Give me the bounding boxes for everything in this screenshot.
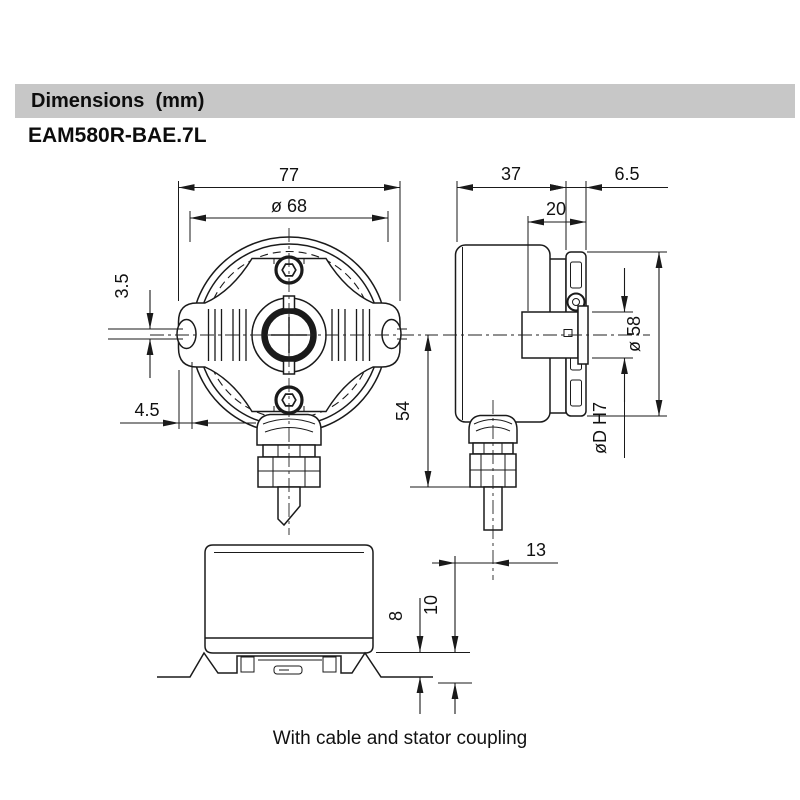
spring-clip-right (322, 656, 337, 673)
dim-axis-to-gland: 54 (393, 401, 413, 421)
spring-plate-profile (157, 651, 433, 678)
dim-flange-diameter: ø 68 (271, 196, 307, 216)
dim-front-overall-width: 77 (279, 165, 299, 185)
side-view (454, 244, 589, 531)
screw-seat-ticks (273, 258, 305, 412)
dim-coupling-thickness: 6.5 (614, 164, 639, 184)
front-view (176, 236, 407, 527)
dim-cable-offset: 13 (526, 540, 546, 560)
right-slot-opening (397, 328, 407, 340)
plate-slot-top (570, 261, 582, 289)
left-ear-slot (176, 318, 197, 350)
bottom-housing (204, 544, 374, 654)
right-ear-slot (381, 318, 402, 350)
dim-bore-diameter: øD H7 (590, 402, 610, 454)
shaft-key-slot (563, 329, 573, 337)
dim-shaft-depth: 20 (546, 199, 566, 219)
spring-clip-left (240, 656, 255, 673)
section-header-bar: Dimensions (mm) (15, 84, 795, 118)
plate-slot-bottom (570, 379, 582, 407)
dim-housing-depth: 37 (501, 164, 521, 184)
product-title: EAM580R-BAE.7L (28, 124, 207, 147)
section-title: Dimensions (mm) (31, 89, 205, 112)
spring-center-detail (273, 665, 303, 675)
bottom-view (157, 544, 433, 678)
dim-overall-spring-height: 10 (421, 595, 441, 615)
dimensions: 77 ø 68 3.5 4.5 54 37 (108, 164, 668, 714)
dim-flange-offset: 4.5 (134, 400, 159, 420)
drawing-caption: With cable and stator coupling (272, 728, 528, 749)
dim-spring-height: 8 (386, 611, 406, 621)
dim-slot-width: 3.5 (112, 273, 132, 298)
dim-coupling-diameter: ø 58 (624, 316, 644, 352)
center-lines (150, 228, 650, 580)
